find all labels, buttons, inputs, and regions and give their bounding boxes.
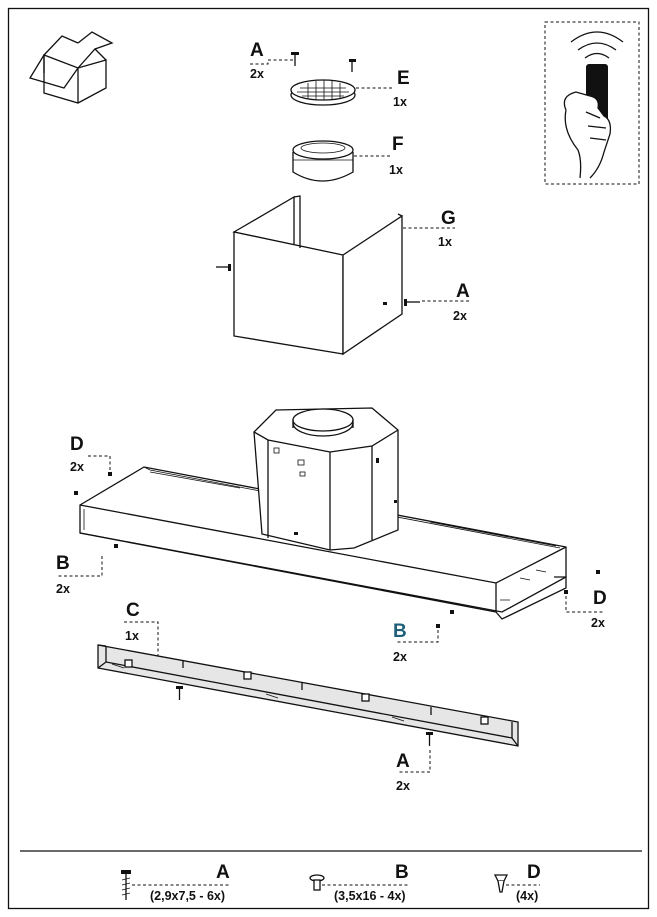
chimney-G: [232, 195, 403, 356]
legend-item-B: B (3,5x16 - 4x): [309, 862, 409, 903]
legend-A-letter: A: [216, 862, 230, 883]
legend-B-letter: B: [395, 862, 409, 883]
legend-D-letter: D: [527, 862, 541, 883]
label-G: G: [441, 208, 456, 229]
label-B-right: B: [393, 621, 407, 642]
label-A-top: A: [250, 40, 264, 61]
page-frame: [7, 7, 650, 910]
label-C: C: [126, 600, 140, 621]
qty-F: 1x: [389, 163, 403, 177]
qty-G: 1x: [438, 235, 452, 249]
qty-D-left: 2x: [70, 460, 84, 474]
screw-icon: [176, 686, 433, 746]
wifi-signal-icon: [570, 31, 624, 59]
collar-F: [292, 140, 354, 182]
label-A-side: A: [456, 281, 470, 302]
qty-D-right: 2x: [591, 616, 605, 630]
label-D-right: D: [593, 588, 607, 609]
qty-C: 1x: [125, 629, 139, 643]
legend-B-spec: (3,5x16 - 4x): [334, 889, 406, 903]
grill-E: [290, 79, 356, 106]
legend-item-A: A (2,9x7,5 - 6x): [121, 862, 230, 903]
label-D-left: D: [70, 434, 84, 455]
remote-control-icon: [563, 64, 612, 179]
qty-A-side: 2x: [453, 309, 467, 323]
qty-B-left: 2x: [56, 582, 70, 596]
plug-icon: [493, 874, 509, 893]
qty-A-top: 2x: [250, 67, 264, 81]
screw-icon: [216, 264, 420, 306]
remote-control-panel: [544, 21, 640, 185]
qty-B-right: 2x: [393, 650, 407, 664]
label-B-left: B: [56, 553, 70, 574]
box-icon: [29, 31, 114, 104]
screw-icon: [291, 52, 356, 72]
front-rail-C: [97, 644, 519, 747]
legend-D-spec: (4x): [516, 889, 538, 903]
legend-item-D: D (4x): [493, 862, 541, 903]
label-E: E: [397, 68, 410, 89]
legend-A-spec: (2,9x7,5 - 6x): [150, 889, 225, 903]
motor-housing: [253, 407, 399, 551]
label-A-bottom: A: [396, 751, 410, 772]
bolt-icon: [309, 874, 325, 891]
label-F: F: [392, 134, 404, 155]
qty-E: 1x: [393, 95, 407, 109]
screw-icon: [121, 870, 131, 900]
qty-A-bottom: 2x: [396, 779, 410, 793]
